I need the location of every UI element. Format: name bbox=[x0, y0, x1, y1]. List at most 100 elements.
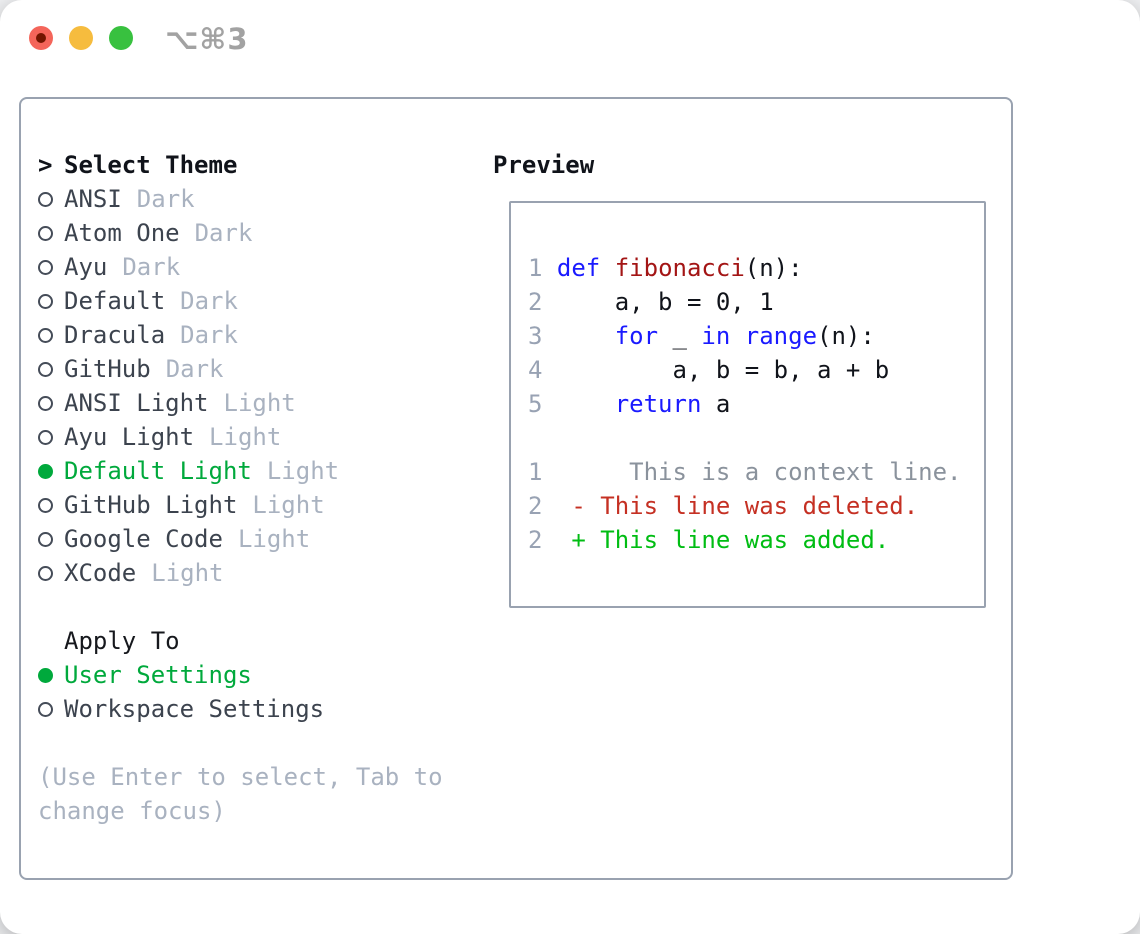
minimize-button[interactable] bbox=[69, 26, 93, 50]
diff-context-line: 1 This is a context line. bbox=[528, 455, 984, 489]
option-variant-label: Dark bbox=[180, 321, 238, 349]
option-label: ANSI Light bbox=[64, 389, 209, 417]
code-token: + This line was added. bbox=[556, 526, 890, 554]
option-label: Dracula bbox=[64, 321, 166, 349]
radio-icon bbox=[38, 327, 53, 343]
code-token: in bbox=[701, 322, 731, 350]
radio-icon bbox=[38, 191, 53, 207]
line-number: 4 bbox=[528, 356, 557, 384]
option-variant-label: Dark bbox=[165, 355, 224, 383]
option-label: GitHub bbox=[64, 355, 151, 383]
theme-option[interactable]: Default Dark bbox=[38, 284, 498, 318]
option-variant-label: Light bbox=[223, 389, 296, 417]
code-line: 5 return a bbox=[528, 387, 984, 421]
option-label: GitHub Light bbox=[64, 491, 238, 519]
radio-icon bbox=[38, 531, 53, 547]
diff-deleted-line: 2 - This line was deleted. bbox=[528, 489, 984, 523]
option-variant-label: Light bbox=[237, 525, 311, 553]
apply-to-title: Apply To bbox=[64, 627, 180, 655]
code-token: fibonacci bbox=[614, 254, 745, 282]
code-line: 2 a, b = 0, 1 bbox=[528, 285, 984, 319]
spacer bbox=[38, 590, 498, 624]
radio-selected-icon bbox=[38, 667, 53, 683]
option-label: Atom One bbox=[64, 219, 180, 247]
apply-to-option[interactable]: Workspace Settings bbox=[38, 692, 498, 726]
option-label: Google Code bbox=[64, 525, 223, 553]
line-number: 1 bbox=[528, 254, 557, 282]
theme-option[interactable]: Default Light Light bbox=[38, 454, 498, 488]
blank-line bbox=[528, 421, 984, 455]
radio-icon bbox=[38, 701, 53, 717]
line-number: 2 bbox=[528, 288, 557, 316]
titlebar: ⌥⌘3 bbox=[0, 0, 1140, 76]
option-variant-label: Light bbox=[266, 457, 340, 485]
theme-option[interactable]: XCode Light bbox=[38, 556, 498, 590]
radio-icon bbox=[38, 565, 53, 581]
cursor-icon: > bbox=[38, 151, 53, 179]
radio-icon bbox=[38, 225, 53, 241]
line-number: 2 bbox=[528, 526, 557, 554]
option-label: User Settings bbox=[64, 661, 252, 689]
option-variant-label: Dark bbox=[180, 287, 238, 315]
option-variant-label: Light bbox=[252, 491, 325, 519]
radio-icon bbox=[38, 293, 53, 309]
radio-icon bbox=[38, 395, 53, 411]
option-label: Workspace Settings bbox=[64, 695, 325, 723]
radio-selected-icon bbox=[38, 463, 53, 479]
preview-header: Preview bbox=[493, 148, 594, 182]
code-token: _ bbox=[658, 322, 702, 350]
option-label: Ayu bbox=[64, 253, 108, 281]
option-label: Default Light bbox=[64, 457, 252, 485]
apply-to-option[interactable]: User Settings bbox=[38, 658, 498, 692]
code-token bbox=[557, 387, 615, 421]
code-line: 4 a, b = b, a + b bbox=[528, 353, 984, 387]
line-number bbox=[528, 421, 557, 455]
close-button-dot bbox=[36, 33, 46, 43]
theme-option[interactable]: Google Code Light bbox=[38, 522, 498, 556]
code-token: - This line was deleted. bbox=[556, 492, 919, 520]
theme-option[interactable]: Dracula Dark bbox=[38, 318, 498, 352]
code-line: 1 def fibonacci(n): bbox=[528, 251, 984, 285]
code-token: a bbox=[701, 390, 731, 418]
code-token bbox=[600, 251, 614, 285]
code-line: 3 for _ in range(n): bbox=[528, 319, 984, 353]
option-label: XCode bbox=[64, 559, 137, 587]
code-token: return bbox=[614, 390, 702, 418]
keyboard-hint: (Use Enter to select, Tab to change focu… bbox=[38, 763, 443, 825]
theme-option[interactable]: Ayu Light Light bbox=[38, 420, 498, 454]
option-variant-label: Light bbox=[151, 559, 224, 587]
close-button[interactable] bbox=[29, 26, 53, 50]
line-number: 1 bbox=[528, 458, 557, 486]
theme-option[interactable]: GitHub Dark bbox=[38, 352, 498, 386]
code-token bbox=[557, 319, 615, 353]
option-label: ANSI bbox=[64, 185, 122, 213]
theme-option[interactable]: GitHub Light Light bbox=[38, 488, 498, 522]
apply-to-header: Apply To bbox=[38, 624, 498, 658]
code-token: def bbox=[556, 254, 601, 282]
zoom-button[interactable] bbox=[109, 26, 133, 50]
theme-option[interactable]: ANSI Light Light bbox=[38, 386, 498, 420]
code-token: a, b = b, a + b bbox=[556, 356, 890, 384]
radio-icon bbox=[38, 361, 53, 377]
option-variant-label: Dark bbox=[194, 219, 253, 247]
code-token: (n): bbox=[817, 322, 875, 350]
radio-icon bbox=[38, 429, 53, 445]
option-variant-label: Light bbox=[209, 423, 282, 451]
line-number: 3 bbox=[528, 322, 557, 350]
code-token: a, b = 0, 1 bbox=[556, 288, 774, 316]
diff-added-line: 2 + This line was added. bbox=[528, 523, 984, 557]
radio-icon bbox=[38, 259, 53, 275]
theme-picker-title: Select Theme bbox=[64, 151, 238, 179]
option-label: Default bbox=[64, 287, 166, 315]
spacer bbox=[38, 726, 498, 760]
theme-option[interactable]: Atom One Dark bbox=[38, 216, 498, 250]
option-label: Ayu Light bbox=[64, 423, 195, 451]
